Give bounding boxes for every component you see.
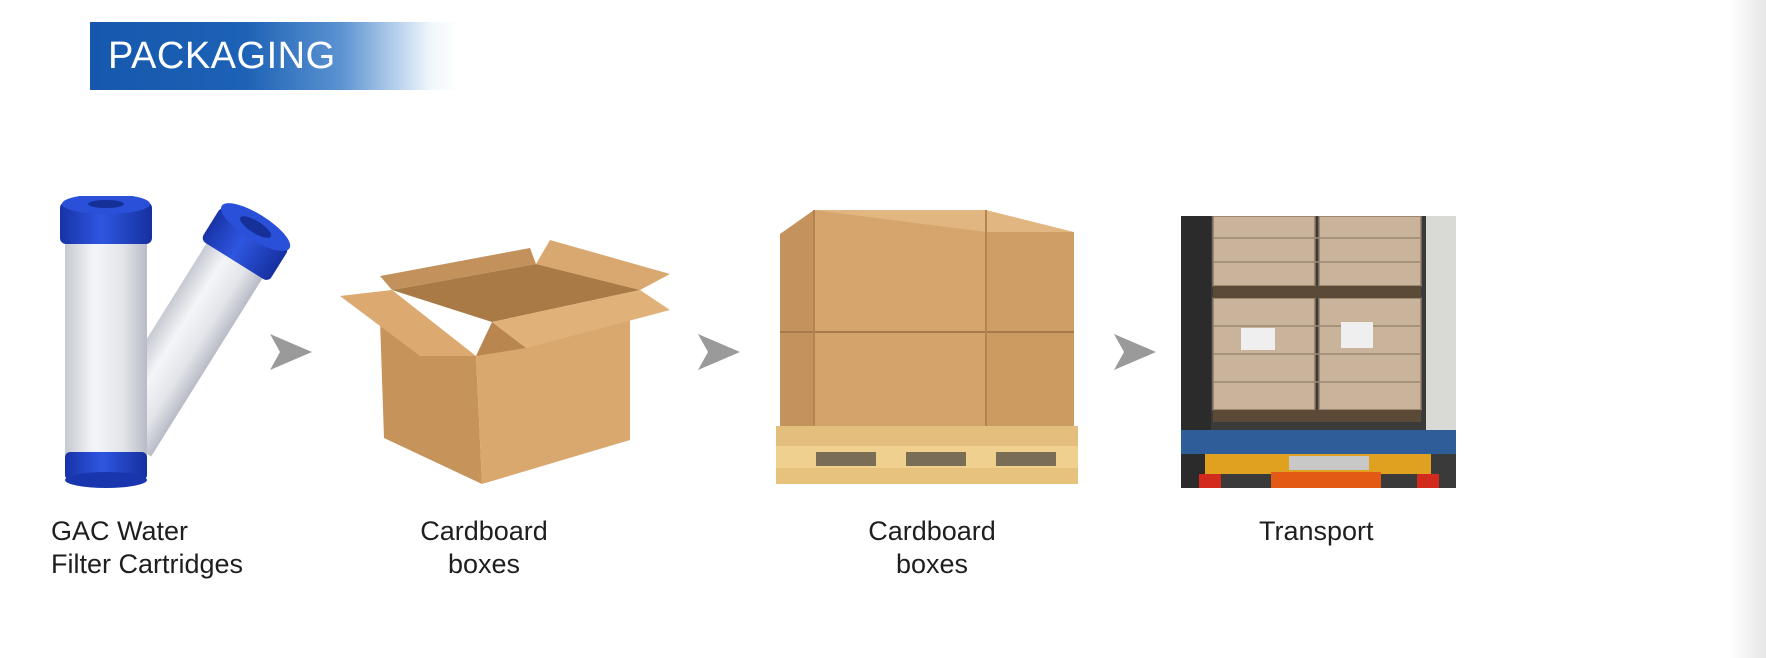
arrow-right-icon (270, 334, 312, 375)
step-caption: Cardboard boxes (414, 515, 554, 581)
caption-line: Filter Cartridges (51, 549, 244, 579)
caption-line: Transport (1259, 516, 1374, 546)
caption-line: boxes (895, 549, 969, 579)
truck-loading-image (1181, 216, 1456, 488)
page-edge-shadow (1730, 0, 1766, 658)
arrow-right-icon (1114, 334, 1156, 375)
caption-line: Cardboard (868, 516, 996, 546)
caption-line: boxes (447, 549, 521, 579)
open-cardboard-box-image (340, 238, 670, 488)
step-caption: Transport (1259, 515, 1374, 548)
filter-cartridges-image (55, 196, 305, 496)
step-caption: GAC Water Filter Cartridges (51, 515, 243, 581)
step-caption: Cardboard boxes (862, 515, 1002, 581)
caption-line: Cardboard (420, 516, 548, 546)
arrow-right-icon (698, 334, 740, 375)
caption-line: GAC Water (51, 516, 189, 546)
palletized-boxes-image (776, 206, 1078, 500)
section-title: PACKAGING (90, 22, 460, 90)
